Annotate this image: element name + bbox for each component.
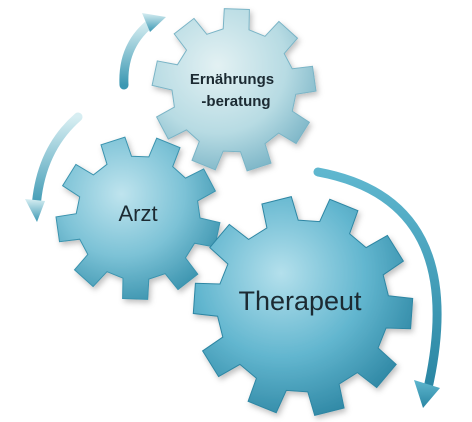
arrow-curved-icon [25, 112, 83, 222]
arrow-curved-icon [119, 13, 166, 90]
gear-therapist: Therapeut [192, 195, 414, 417]
gear-doctor-label: Arzt [118, 201, 157, 226]
gear-therapist-label: Therapeut [238, 286, 362, 316]
gear-nutrition-counseling: Ernährungs -beratung [151, 8, 317, 172]
gear-nutrition-label-line2: -beratung [201, 93, 270, 110]
arrow-curved-icon [313, 167, 442, 408]
gear-nutrition-label-line1: Ernährungs [190, 71, 274, 88]
gear-doctor: Arzt [55, 136, 221, 300]
